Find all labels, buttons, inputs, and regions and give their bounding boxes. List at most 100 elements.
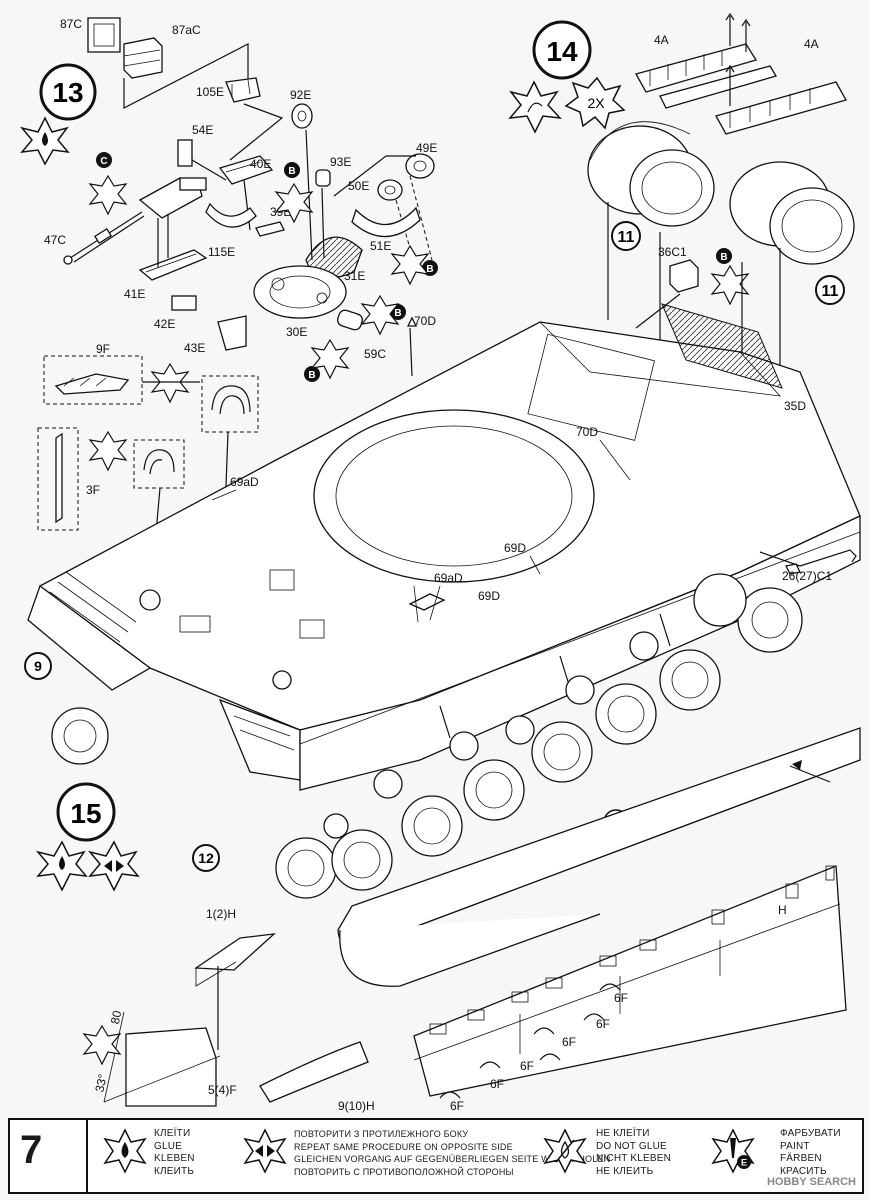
- label-h: H: [778, 903, 787, 917]
- label-87c: 87C: [60, 17, 82, 31]
- callout-e-badge: E: [741, 1158, 747, 1168]
- step-12-badge: 12: [192, 844, 220, 872]
- label-6f: 6F: [520, 1059, 534, 1073]
- label-26c1: 26(27)C1: [782, 569, 832, 583]
- svg-text:C: C: [100, 156, 107, 167]
- paint-icon: E: [711, 1128, 755, 1174]
- svg-text:13: 13: [52, 77, 83, 108]
- label-69ad: 69aD: [230, 475, 259, 489]
- label-1-2h: 1(2)H: [206, 907, 236, 921]
- svg-text:B: B: [394, 308, 401, 319]
- part-36c1: [669, 259, 699, 293]
- part-105e: [225, 77, 261, 103]
- callout-c-badge: C: [96, 152, 112, 168]
- headlight-guard-bent: [201, 375, 259, 433]
- part-40e: [218, 155, 274, 185]
- step-11-badge: 11: [815, 275, 845, 305]
- label-70d: 70D: [576, 425, 598, 439]
- fuel-drum-left: [587, 121, 715, 227]
- svg-text:B: B: [720, 252, 727, 263]
- part-87c: [87, 17, 121, 53]
- label-31e: 31E: [344, 269, 365, 283]
- paint-icon: [710, 264, 750, 306]
- part-26c1: [759, 549, 857, 575]
- label-115e: 115E: [208, 245, 235, 259]
- label-70d: 70D: [414, 314, 436, 328]
- label-54e: 54E: [192, 123, 213, 137]
- label-92e: 92E: [290, 88, 311, 102]
- label-51e: 51E: [370, 239, 391, 253]
- repeat-twice-badge: 2X: [564, 76, 626, 130]
- part-87ac: [123, 37, 163, 79]
- repeat-opposite-icon: [87, 840, 140, 892]
- part-93e: [315, 169, 331, 187]
- label-9-10h: 9(10)H: [338, 1099, 375, 1113]
- label-angle-33: 33°: [92, 1073, 110, 1094]
- label-43e: 43E: [184, 341, 205, 355]
- part-39e: [255, 221, 285, 237]
- label-40e: 40E: [250, 157, 271, 171]
- label-49e: 49E: [416, 141, 437, 155]
- no-glue-icon: [543, 1128, 587, 1174]
- svg-text:12: 12: [198, 850, 214, 866]
- clip-6f-markers: [439, 983, 621, 1099]
- label-69d: 69D: [478, 589, 500, 603]
- paint-icon: [390, 244, 430, 286]
- label-6f: 6F: [596, 1017, 610, 1031]
- svg-text:B: B: [308, 370, 315, 381]
- part-50e: [377, 179, 403, 201]
- bend-icon: [82, 1024, 122, 1066]
- label-30e: 30E: [286, 325, 307, 339]
- glue-icon: [508, 80, 562, 134]
- part-47c-gun: [63, 177, 207, 265]
- label-angle-80: 80: [108, 1009, 125, 1025]
- label-6f: 6F: [490, 1077, 504, 1091]
- step-14-badge: 14: [532, 20, 592, 80]
- track-links-4a-left: [635, 43, 777, 109]
- track-links-4a-right: [715, 81, 847, 135]
- label-35d: 35D: [784, 399, 806, 413]
- paint-icon: [360, 294, 400, 336]
- svg-text:11: 11: [822, 283, 839, 300]
- step-15-badge: 15: [56, 782, 116, 842]
- road-wheels: [51, 573, 803, 899]
- svg-text:15: 15: [70, 798, 101, 829]
- label-6f: 6F: [450, 1099, 464, 1113]
- part-3f-frame: [37, 427, 79, 531]
- callout-b-badge: B: [284, 162, 300, 178]
- label-42e: 42E: [154, 317, 175, 331]
- part-92e: [291, 103, 313, 129]
- label-69ad: 69aD: [434, 571, 463, 585]
- callout-b-badge: B: [304, 366, 320, 382]
- glue-icon: [35, 840, 88, 892]
- svg-text:B: B: [426, 264, 433, 275]
- paint-icon: [310, 338, 350, 380]
- headlight-guard-bent: [133, 439, 185, 489]
- label-69d: 69D: [504, 541, 526, 555]
- legend-divider: [86, 1120, 88, 1192]
- part-59c: [337, 309, 363, 331]
- part-49e: [405, 153, 435, 179]
- fuel-drum-right: [729, 161, 855, 265]
- label-6f: 6F: [562, 1035, 576, 1049]
- step-11-badge: 11: [611, 221, 641, 251]
- label-105e: 105E: [196, 85, 224, 99]
- step-9-badge: 9: [24, 652, 52, 680]
- label-93e: 93E: [330, 155, 351, 169]
- track-run: [337, 727, 861, 987]
- repeat-opposite-icon: [243, 1128, 287, 1174]
- page-number: 7: [20, 1128, 43, 1172]
- part-41e: [138, 249, 208, 281]
- part-115e: [205, 202, 257, 228]
- label-4a: 4A: [804, 37, 819, 51]
- watermark: HOBBY SEARCH: [766, 1176, 856, 1188]
- part-1-2h: [194, 933, 276, 987]
- part-54e: [177, 139, 193, 167]
- glue-icon: [19, 116, 70, 166]
- label-9f: 9F: [96, 342, 110, 356]
